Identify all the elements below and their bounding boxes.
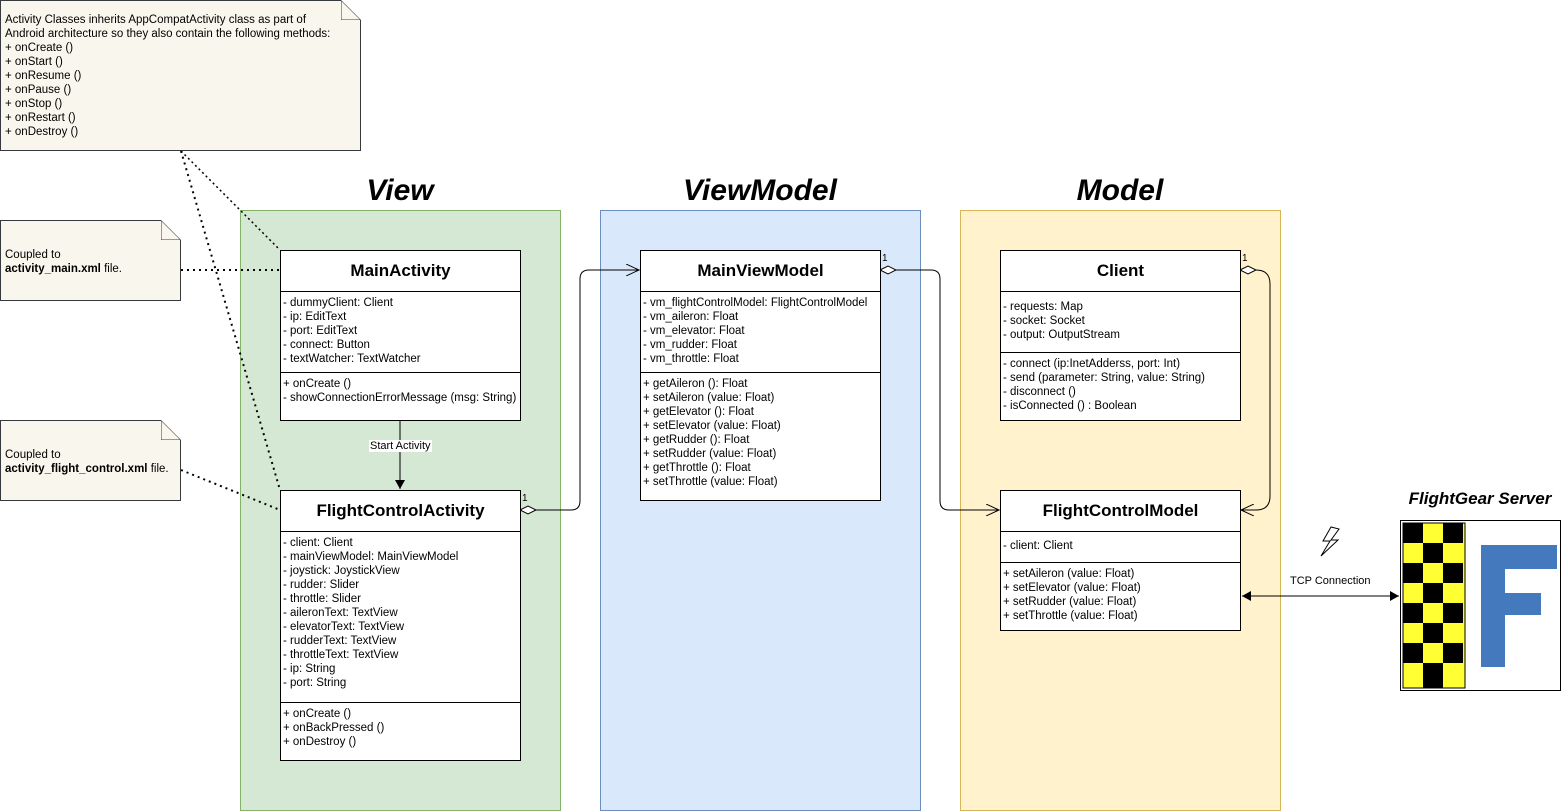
- viewmodel-to-flightmodel-edge: [896, 269, 999, 510]
- class-name: Client: [1001, 251, 1240, 292]
- main-xml-note-text: Coupled to activity_main.xml file.: [5, 249, 122, 275]
- class-attributes: - client: Client - mainViewModel: MainVi…: [283, 537, 459, 689]
- client-aggregation-diamond: [1238, 265, 1258, 275]
- class-name: FlightControlActivity: [281, 491, 520, 532]
- class-methods: + getAileron (): Float + setAileron (val…: [641, 372, 880, 493]
- lightning-icon: [1320, 526, 1340, 557]
- main-xml-note: Coupled to activity_main.xml file.: [0, 220, 181, 301]
- class-name: FlightControlModel: [1001, 491, 1240, 532]
- viewmodel-layer-title: ViewModel: [683, 174, 837, 207]
- flightgear-logo-icon: [1402, 522, 1557, 689]
- start-activity-label: Start Activity: [369, 440, 432, 452]
- class-attributes: - requests: Map - socket: Socket - outpu…: [1003, 301, 1120, 341]
- flightactivity-to-viewmodel-edge: [536, 270, 639, 511]
- tcp-connection-label: TCP Connection: [1289, 575, 1372, 587]
- flightgear-logo: [1400, 520, 1561, 691]
- flightactivity-multiplicity: 1: [522, 493, 528, 504]
- class-main-activity: MainActivity - dummyClient: Client - ip:…: [280, 250, 521, 421]
- class-name: MainActivity: [281, 251, 520, 292]
- flight-xml-note-text: Coupled to activity_flight_control.xml f…: [5, 449, 169, 475]
- flight-xml-link: [180, 469, 281, 511]
- class-methods: + setAileron (value: Float) + setElevato…: [1001, 562, 1240, 627]
- class-attributes: - dummyClient: Client - ip: EditText - p…: [283, 297, 421, 365]
- flightactivity-aggregation-diamond: [518, 505, 538, 515]
- note-to-flightactivity-link: [180, 150, 281, 491]
- view-layer-title: View: [366, 174, 434, 207]
- class-flight-control-model: FlightControlModel - client: Client + se…: [1000, 490, 1241, 631]
- model-layer-title: Model: [1076, 174, 1164, 207]
- client-to-flightmodel-edge: [1241, 269, 1271, 510]
- activity-lifecycle-note: Activity Classes inherits AppCompatActiv…: [0, 0, 361, 151]
- class-attributes: - vm_flightControlModel: FlightControlMo…: [643, 297, 868, 365]
- note-to-mainactivity-link: [180, 150, 281, 251]
- activity-note-text: Activity Classes inherits AppCompatActiv…: [5, 14, 331, 138]
- flight-xml-note: Coupled to activity_flight_control.xml f…: [0, 420, 181, 501]
- class-name: MainViewModel: [641, 251, 880, 292]
- class-main-view-model: MainViewModel - vm_flightControlModel: F…: [640, 250, 881, 501]
- class-attributes: - client: Client: [1003, 540, 1073, 552]
- flightgear-server-title: FlightGear Server: [1408, 489, 1552, 508]
- viewmodel-multiplicity: 1: [882, 253, 888, 264]
- viewmodel-aggregation-diamond: [878, 265, 898, 275]
- class-methods: + onCreate () + onBackPressed () + onDes…: [281, 702, 520, 753]
- class-flight-control-activity: FlightControlActivity - client: Client -…: [280, 490, 521, 761]
- class-methods: + onCreate () - showConnectionErrorMessa…: [281, 372, 520, 409]
- class-client: Client - requests: Map - socket: Socket …: [1000, 250, 1241, 421]
- client-multiplicity: 1: [1242, 253, 1248, 264]
- class-methods: - connect (ip:InetAdderss, port: Int) - …: [1001, 352, 1240, 417]
